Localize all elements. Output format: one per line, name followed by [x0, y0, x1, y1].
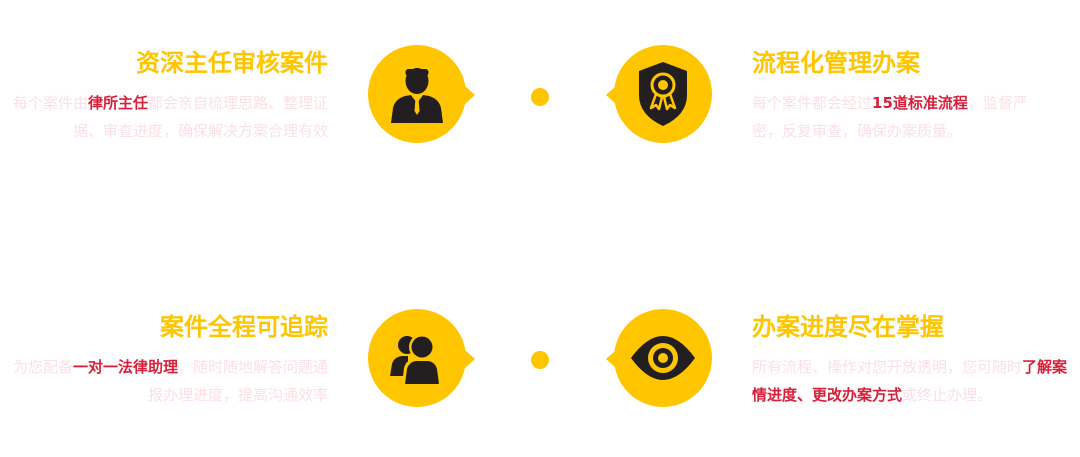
- users-icon: [390, 334, 442, 386]
- lawyer-icon: [391, 68, 443, 123]
- badge-shield-icon-circle: [614, 45, 712, 143]
- eye-icon-circle: [614, 309, 712, 407]
- badge-shield-icon: [639, 62, 687, 126]
- highlight-text: 了解案情进度、更改办案方式: [752, 358, 1068, 404]
- users-icon-circle: [368, 309, 466, 407]
- pointer-arrow: [465, 86, 475, 104]
- feature-title-process-management: 流程化管理办案: [752, 49, 920, 77]
- feature-desc-senior-review: 每个案件由律所主任都会亲自梳理思路、整理证据、审查进度，确保解决方案合理有效: [12, 94, 328, 140]
- timeline-dot: [531, 88, 549, 106]
- feature-desc-case-tracking: 为您配备一对一法律助理，随时随地解答问题通报办理进度，提高沟通效率: [12, 358, 328, 404]
- feature-desc-process-management: 每个案件都会经过15道标准流程，监督严密，反复审查，确保办案质量。: [752, 94, 1028, 140]
- highlight-text: 15道标准流程: [872, 94, 968, 112]
- highlight-text: 一对一法律助理: [72, 358, 178, 376]
- pointer-arrow: [606, 86, 616, 104]
- feature-desc-progress-control: 所有流程、操作对您开放透明，您可随时了解案情进度、更改办案方式或终止办理。: [752, 358, 1068, 404]
- pointer-arrow: [465, 350, 475, 368]
- timeline-dot: [531, 351, 549, 369]
- highlight-text: 律所主任: [87, 94, 148, 112]
- feature-title-progress-control: 办案进度尽在掌握: [752, 313, 944, 341]
- pointer-arrow: [606, 350, 616, 368]
- feature-title-senior-review: 资深主任审核案件: [136, 49, 328, 77]
- lawyer-icon-circle: [368, 45, 466, 143]
- feature-title-case-tracking: 案件全程可追踪: [160, 313, 328, 341]
- eye-icon: [631, 336, 695, 380]
